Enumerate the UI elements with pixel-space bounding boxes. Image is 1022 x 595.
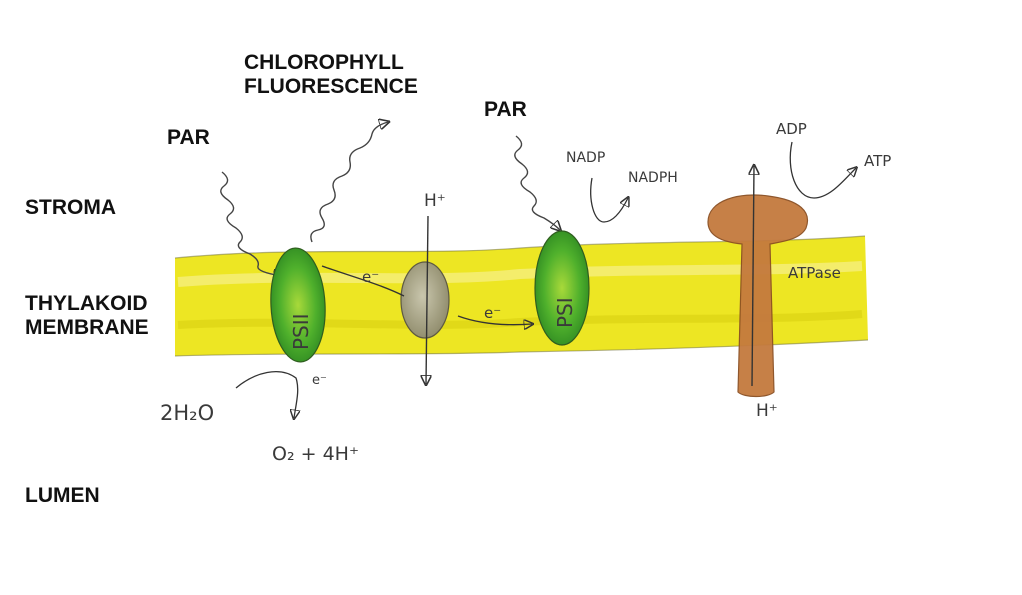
par-label-right: PAR [484,98,527,122]
water-splitting-arrow [236,372,298,418]
electron-label-3: e⁻ [312,373,327,388]
stroma-label: STROMA [25,196,116,220]
par-light-arrow-right [515,136,560,230]
proton-arrow-cytochrome [426,216,428,384]
h-plus-bottom-label: H⁺ [756,401,778,421]
atpase-label: ATPase [788,264,841,282]
nadp-label: NADP [566,150,605,166]
h-plus-top-label: H⁺ [424,191,446,211]
thylakoid-line-1: THYLAKOID [25,292,149,316]
oxygen-label: O₂ + 4H⁺ [272,443,359,465]
thylakoid-line-2: MEMBRANE [25,316,149,340]
nadph-label: NADPH [628,170,678,186]
water-label: 2H₂O [160,401,214,425]
adp-label: ADP [776,120,807,138]
fluorescence-arrow [311,122,388,242]
psii-label: PSII [289,313,313,350]
electron-label-1: e⁻ [362,268,379,286]
chlorophyll-line-2: FLUORESCENCE [244,75,418,99]
photosystem-i: PSI [535,231,589,345]
chlorophyll-fluorescence-label: CHLOROPHYLL FLUORESCENCE [244,51,418,99]
atp-synthesis-arrow [790,142,856,198]
par-label-left: PAR [167,126,210,150]
cytochrome-complex [401,262,449,338]
lumen-label: LUMEN [25,484,100,508]
nadp-reduction-arrow [591,178,628,222]
chlorophyll-line-1: CHLOROPHYLL [244,51,418,75]
thylakoid-membrane-label: THYLAKOID MEMBRANE [25,292,149,340]
psi-label: PSI [553,297,577,328]
electron-label-2: e⁻ [484,304,501,322]
atp-label: ATP [864,152,891,170]
